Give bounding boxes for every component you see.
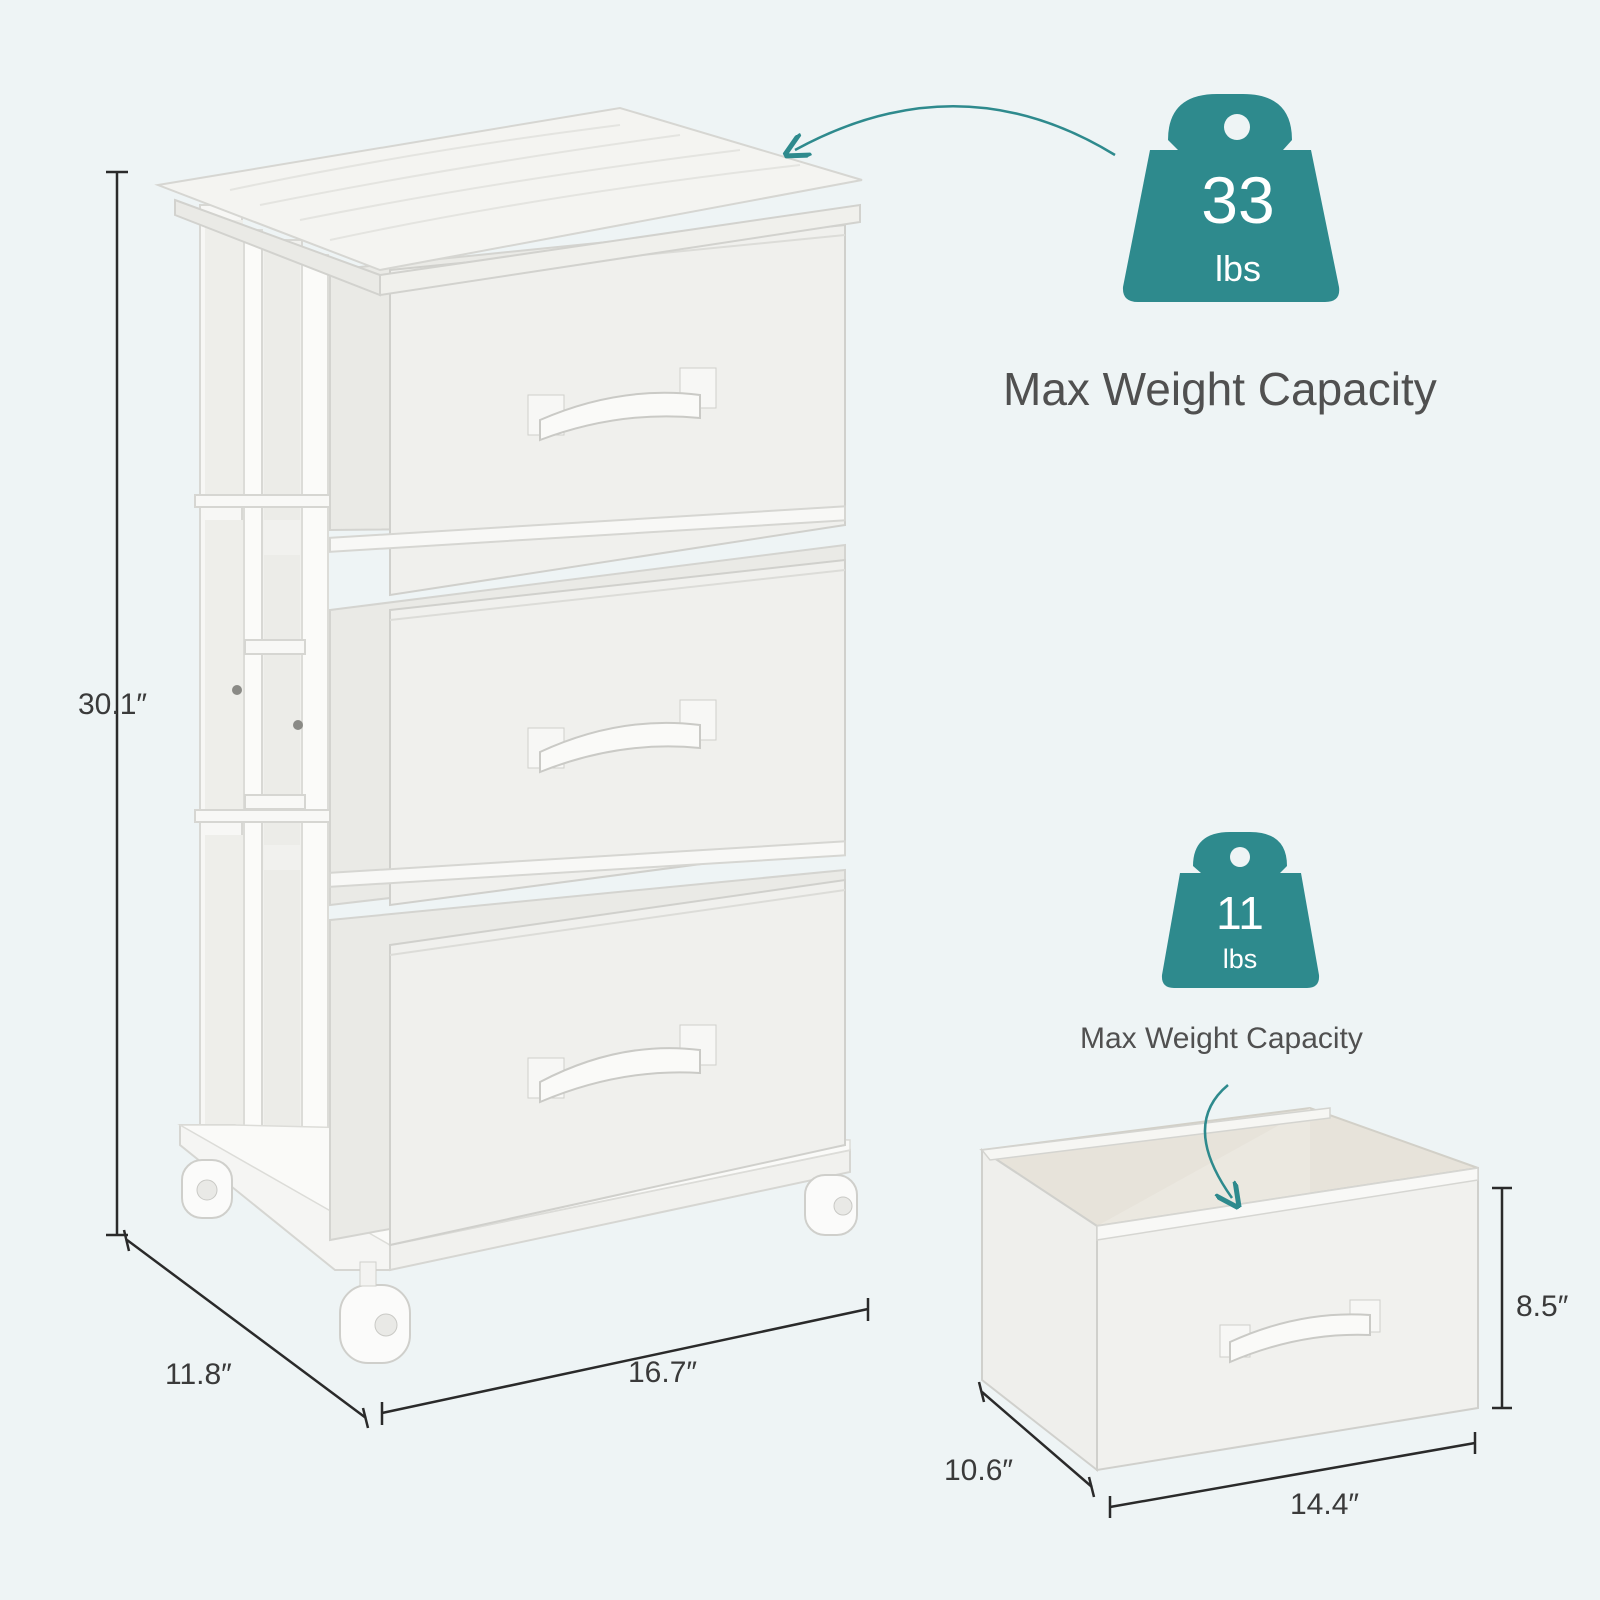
cabinet-frame [194, 204, 336, 1226]
caster-wheel [181, 1159, 233, 1219]
drawer-width-label: 14.4″ [1290, 1488, 1360, 1521]
caster-wheel [804, 1174, 858, 1236]
single-drawer [979, 1106, 1479, 1473]
drawer-depth-dimension-line [977, 1381, 1096, 1498]
caster-wheel [339, 1261, 411, 1364]
cabinet-weight-value: 33 [1201, 163, 1275, 237]
top-callout-arrow [795, 104, 1116, 155]
drawer-width-dimension-line [1108, 1432, 1477, 1518]
cabinet-capacity-label: Max Weight Capacity [1003, 363, 1437, 415]
cabinet-top [154, 106, 863, 297]
drawer-weight-value: 11 [1216, 887, 1264, 939]
drawer-handle [527, 367, 717, 442]
drawer-front-1 [329, 216, 846, 597]
drawer-height-dimension-line [1492, 1186, 1512, 1410]
drawer-weight-unit: lbs [1222, 944, 1258, 974]
drawer-handle [527, 1024, 717, 1104]
drawer-handle [527, 699, 717, 774]
drawer-callout-arrow [1203, 1084, 1232, 1198]
weight-icon-drawer [1161, 832, 1320, 988]
drawer-depth-label: 10.6″ [944, 1454, 1014, 1487]
dimension-lines [106, 170, 1512, 1518]
cabinet-weight-unit: lbs [1214, 248, 1262, 289]
drawer-capacity-label: Max Weight Capacity [1080, 1022, 1363, 1055]
weight-icon-cabinet [1122, 94, 1340, 302]
cabinet-depth-label: 11.8″ [165, 1358, 232, 1391]
cabinet-height-label: 30.1″ [78, 688, 148, 721]
drawer-handle [1219, 1299, 1381, 1364]
cabinet-width-label: 16.7″ [628, 1356, 698, 1389]
depth-dimension-line [122, 1229, 370, 1429]
caster-wheels [181, 1159, 858, 1364]
drawer-cabinet [154, 106, 863, 1364]
width-dimension-line [380, 1298, 870, 1425]
drawer-height-label: 8.5″ [1516, 1290, 1569, 1323]
drawer-front-3 [329, 868, 846, 1247]
